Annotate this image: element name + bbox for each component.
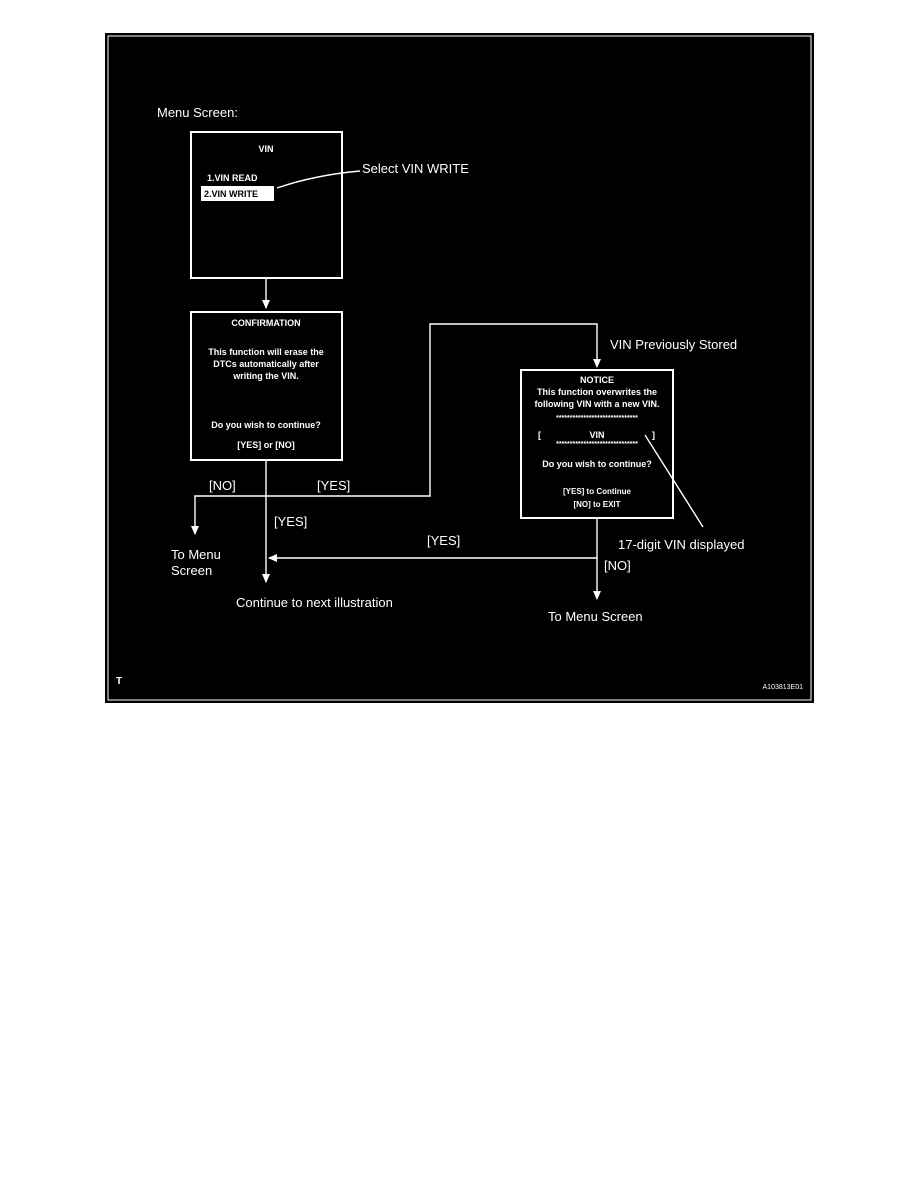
notice-stars-top: ****************************** [556, 415, 638, 422]
confirmation-screen-box [190, 311, 343, 461]
yes-label-notice: [YES] [427, 533, 460, 548]
confirmation-title: CONFIRMATION [231, 318, 300, 328]
yes-label-right: [YES] [317, 478, 350, 493]
vin-read-item: 1.VIN READ [207, 173, 258, 183]
notice-no-option: [NO] to EXIT [573, 500, 620, 509]
notice-question: Do you wish to continue? [542, 459, 652, 469]
notice-bracket-right: ] [652, 430, 655, 440]
confirmation-line3: writing the VIN. [232, 371, 299, 381]
notice-stars-bottom: ****************************** [556, 441, 638, 448]
confirmation-line1: This function will erase the [208, 347, 324, 357]
vin-write-highlight [201, 186, 274, 201]
to-menu-line2: Screen [171, 563, 212, 578]
vin-write-item: 2.VIN WRITE [204, 189, 258, 199]
notice-title: NOTICE [580, 375, 614, 385]
diagram-figure: Menu Screen: VIN 1.VIN READ 2.VIN WRITE … [105, 33, 814, 703]
no-label-notice: [NO] [604, 558, 631, 573]
flowchart: Menu Screen: VIN 1.VIN READ 2.VIN WRITE … [107, 35, 812, 701]
frame-border [107, 35, 812, 701]
notice-vin: VIN [589, 430, 604, 440]
confirmation-line2: DTCs automatically after [213, 359, 319, 369]
to-menu-line1: To Menu [171, 547, 221, 562]
notice-screen-box [520, 369, 674, 519]
select-callout-line [276, 170, 361, 189]
arrow-yes-to-notice [266, 323, 601, 497]
notice-bracket-left: [ [538, 430, 541, 440]
confirmation-options: [YES] or [NO] [237, 440, 295, 450]
figure-id: A103813E01 [763, 684, 804, 691]
yes-label-down: [YES] [274, 514, 307, 529]
menu-screen-label: Menu Screen: [157, 105, 238, 120]
no-label-left: [NO] [209, 478, 236, 493]
corner-t-mark: T [116, 676, 122, 687]
arrow-no-to-menu [191, 495, 266, 535]
vin-displayed-label: 17-digit VIN displayed [618, 537, 744, 552]
vin-screen-title: VIN [258, 144, 273, 154]
vin-displayed-callout-line [644, 434, 704, 528]
continue-next-label: Continue to next illustration [236, 595, 393, 610]
confirmation-question: Do you wish to continue? [211, 420, 321, 430]
notice-line2: following VIN with a new VIN. [534, 399, 659, 409]
select-vin-write-callout: Select VIN WRITE [362, 161, 469, 176]
notice-yes-option: [YES] to Continue [563, 487, 632, 496]
vin-previously-stored-label: VIN Previously Stored [610, 337, 737, 352]
to-menu-screen-label: To Menu Screen [548, 609, 643, 624]
notice-line1: This function overwrites the [537, 387, 657, 397]
